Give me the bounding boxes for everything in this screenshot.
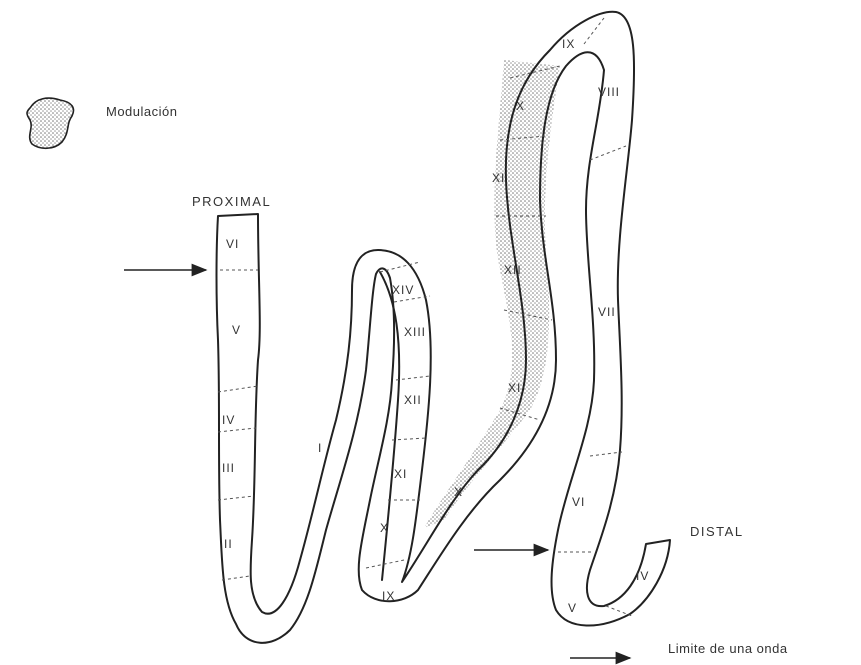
s4-label-XI-lower: XI: [508, 381, 521, 395]
s5-label-IV: IV: [636, 569, 649, 583]
s5-label-IX: IX: [562, 37, 575, 51]
s1-label-III: III: [222, 461, 235, 475]
s3-label-IX: IX: [382, 589, 395, 603]
s4-label-X-top: X: [516, 99, 525, 113]
s5-label-VI: VI: [572, 495, 585, 509]
s5-label-VII: VII: [598, 305, 616, 319]
s1-label-IV: IV: [222, 413, 235, 427]
s4-label-X-bottom: X: [454, 485, 463, 499]
s3-label-XI: XI: [394, 467, 407, 481]
s3-label-XIV: XIV: [392, 283, 414, 297]
s3-label-X: X: [380, 521, 389, 535]
s4-label-XII: XII: [504, 263, 522, 277]
modulation-swatch-icon: [27, 98, 74, 148]
tubule-outline: [217, 12, 671, 643]
s5-label-VIII: VIII: [598, 85, 620, 99]
distal-label: DISTAL: [690, 524, 744, 539]
legend-wave-limit: Limite de una onda: [570, 641, 788, 658]
s3-label-XIII: XIII: [404, 325, 426, 339]
s1-label-VI: VI: [226, 237, 239, 251]
legend-wave-limit-label: Limite de una onda: [668, 641, 788, 656]
legend-modulation-label: Modulación: [106, 104, 178, 119]
s3-label-XII: XII: [404, 393, 422, 407]
modulation-region: [424, 60, 560, 528]
s5-label-V: V: [568, 601, 577, 615]
s1-label-V: V: [232, 323, 241, 337]
proximal-label: PROXIMAL: [192, 194, 271, 209]
s1-label-II: II: [224, 537, 233, 551]
s4-label-XI-upper: XI: [492, 171, 505, 185]
legend-modulation: Modulación: [27, 98, 178, 148]
s2-label-I: I: [318, 441, 322, 455]
